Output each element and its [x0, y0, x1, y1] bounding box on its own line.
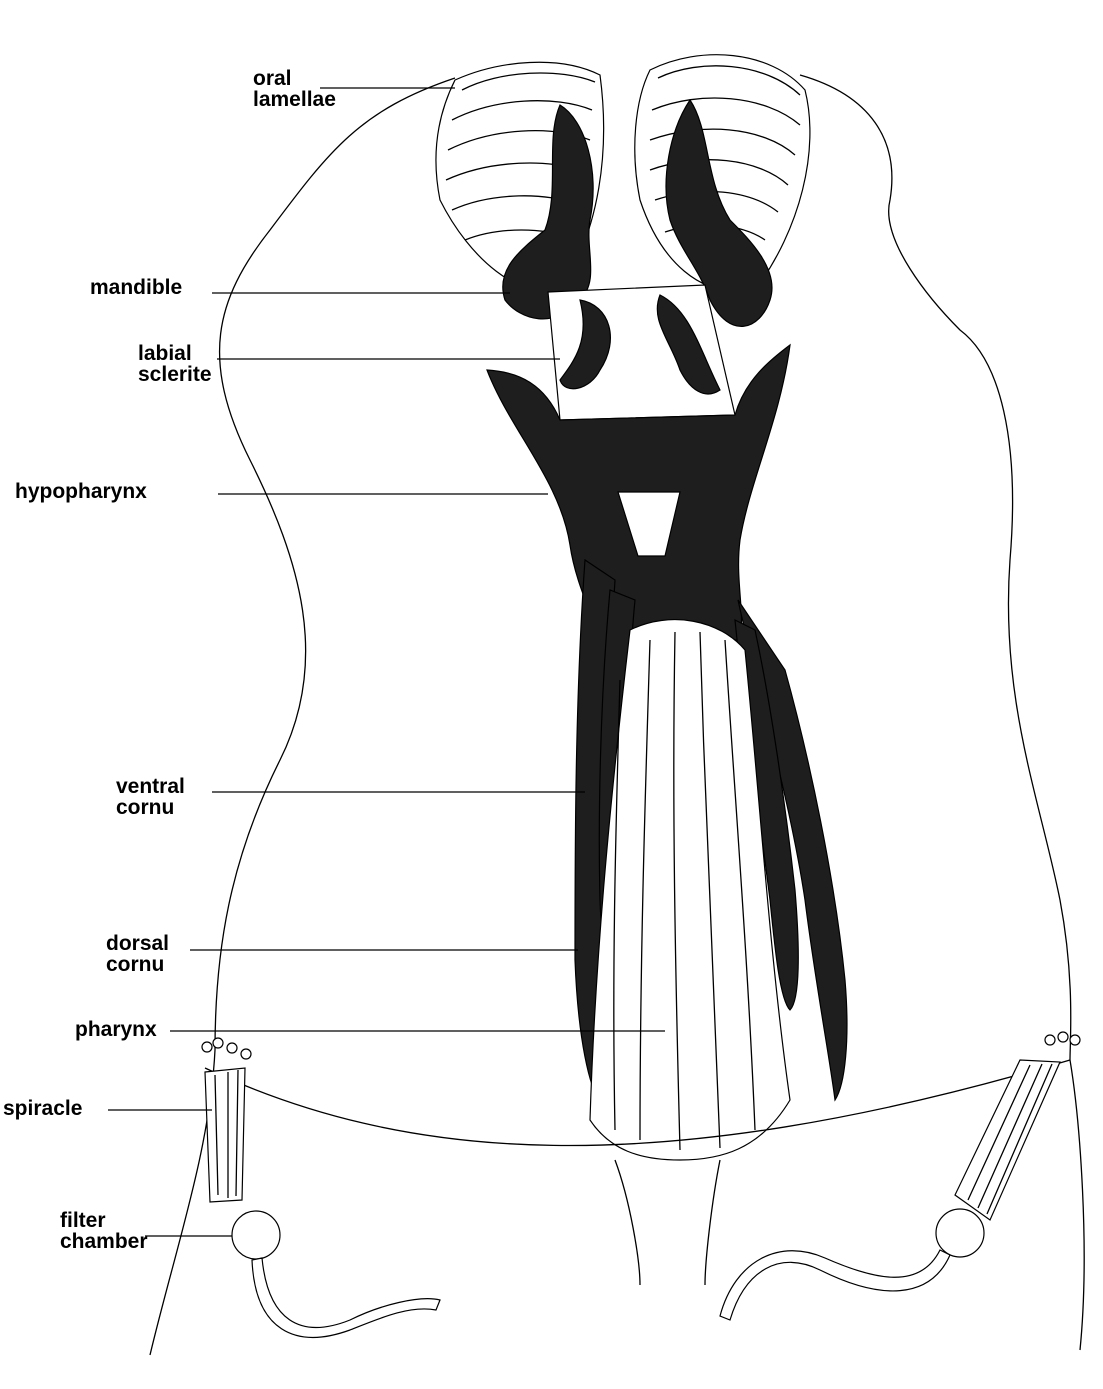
oral-lamellae-label-line: oral	[253, 67, 292, 90]
ventral-cornu-label-line: cornu	[116, 796, 174, 819]
mandible-label-line: mandible	[90, 276, 182, 299]
dorsal-cornu-label-line: dorsal	[106, 932, 169, 955]
mandible-label: mandible	[90, 276, 510, 299]
body-outline-right	[800, 75, 1084, 1350]
oesophagus	[615, 1160, 720, 1285]
spiracle-left	[202, 1038, 440, 1337]
oral-lamellae-label-line: lamellae	[253, 88, 336, 111]
labial-sclerite-label-line: sclerite	[138, 363, 212, 386]
labial-sclerite-shape	[548, 285, 735, 420]
filter-chamber-label-line: filter	[60, 1209, 106, 1232]
hypopharynx-label-line: hypopharynx	[15, 480, 147, 503]
body-outline	[150, 78, 455, 1355]
spiracle-label: spiracle	[3, 1097, 212, 1120]
filter-chamber-label-line: chamber	[60, 1230, 148, 1253]
spiracle-label-line: spiracle	[3, 1097, 82, 1120]
pharynx-label-line: pharynx	[75, 1018, 157, 1041]
labial-sclerite-label-line: labial	[138, 342, 192, 365]
ventral-cornu-label-line: ventral	[116, 775, 185, 798]
dorsal-cornu-label-line: cornu	[106, 953, 164, 976]
pharynx-label: pharynx	[75, 1018, 665, 1041]
hypopharynx-label: hypopharynx	[15, 480, 548, 503]
